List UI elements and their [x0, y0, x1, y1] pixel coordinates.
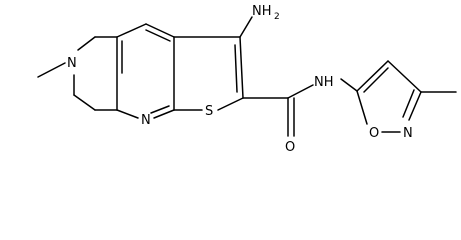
pyridine-nitrogen-label: N: [141, 113, 151, 128]
bond: [37, 62, 66, 78]
chemical-structure: NH 2 N N S O NH O N: [37, 4, 457, 155]
bond: [363, 67, 389, 93]
bond: [402, 89, 415, 118]
atom-labels: NH 2 N N S O NH O N: [67, 4, 413, 155]
bond: [387, 60, 422, 93]
amino-label-text: NH: [252, 4, 272, 19]
thiophene-sulfur-label: S: [205, 104, 213, 119]
bond: [153, 109, 175, 119]
bond: [356, 60, 389, 92]
bond: [116, 23, 147, 38]
bond: [239, 36, 244, 99]
bond: [287, 84, 314, 99]
carbonyl-oxygen-label: O: [285, 140, 295, 155]
saturated-ring-nitrogen-label: N: [67, 56, 77, 71]
bond: [150, 105, 170, 114]
bond: [73, 94, 96, 111]
bond: [217, 97, 244, 111]
bond: [356, 90, 368, 125]
amino-label-subscript: 2: [274, 12, 280, 22]
bond: [116, 109, 139, 119]
bond: [408, 91, 422, 121]
amino-label: NH 2: [252, 4, 280, 22]
bond: [145, 29, 171, 42]
amide-nitrogen-label: NH: [314, 75, 334, 90]
bond: [340, 78, 358, 92]
bonds: [37, 16, 457, 137]
isoxazole-oxygen-label: O: [369, 126, 379, 141]
isoxazole-nitrogen-label: N: [403, 126, 413, 141]
bond: [234, 44, 238, 93]
bond: [239, 16, 253, 38]
bond: [77, 36, 96, 51]
bond: [145, 23, 175, 38]
